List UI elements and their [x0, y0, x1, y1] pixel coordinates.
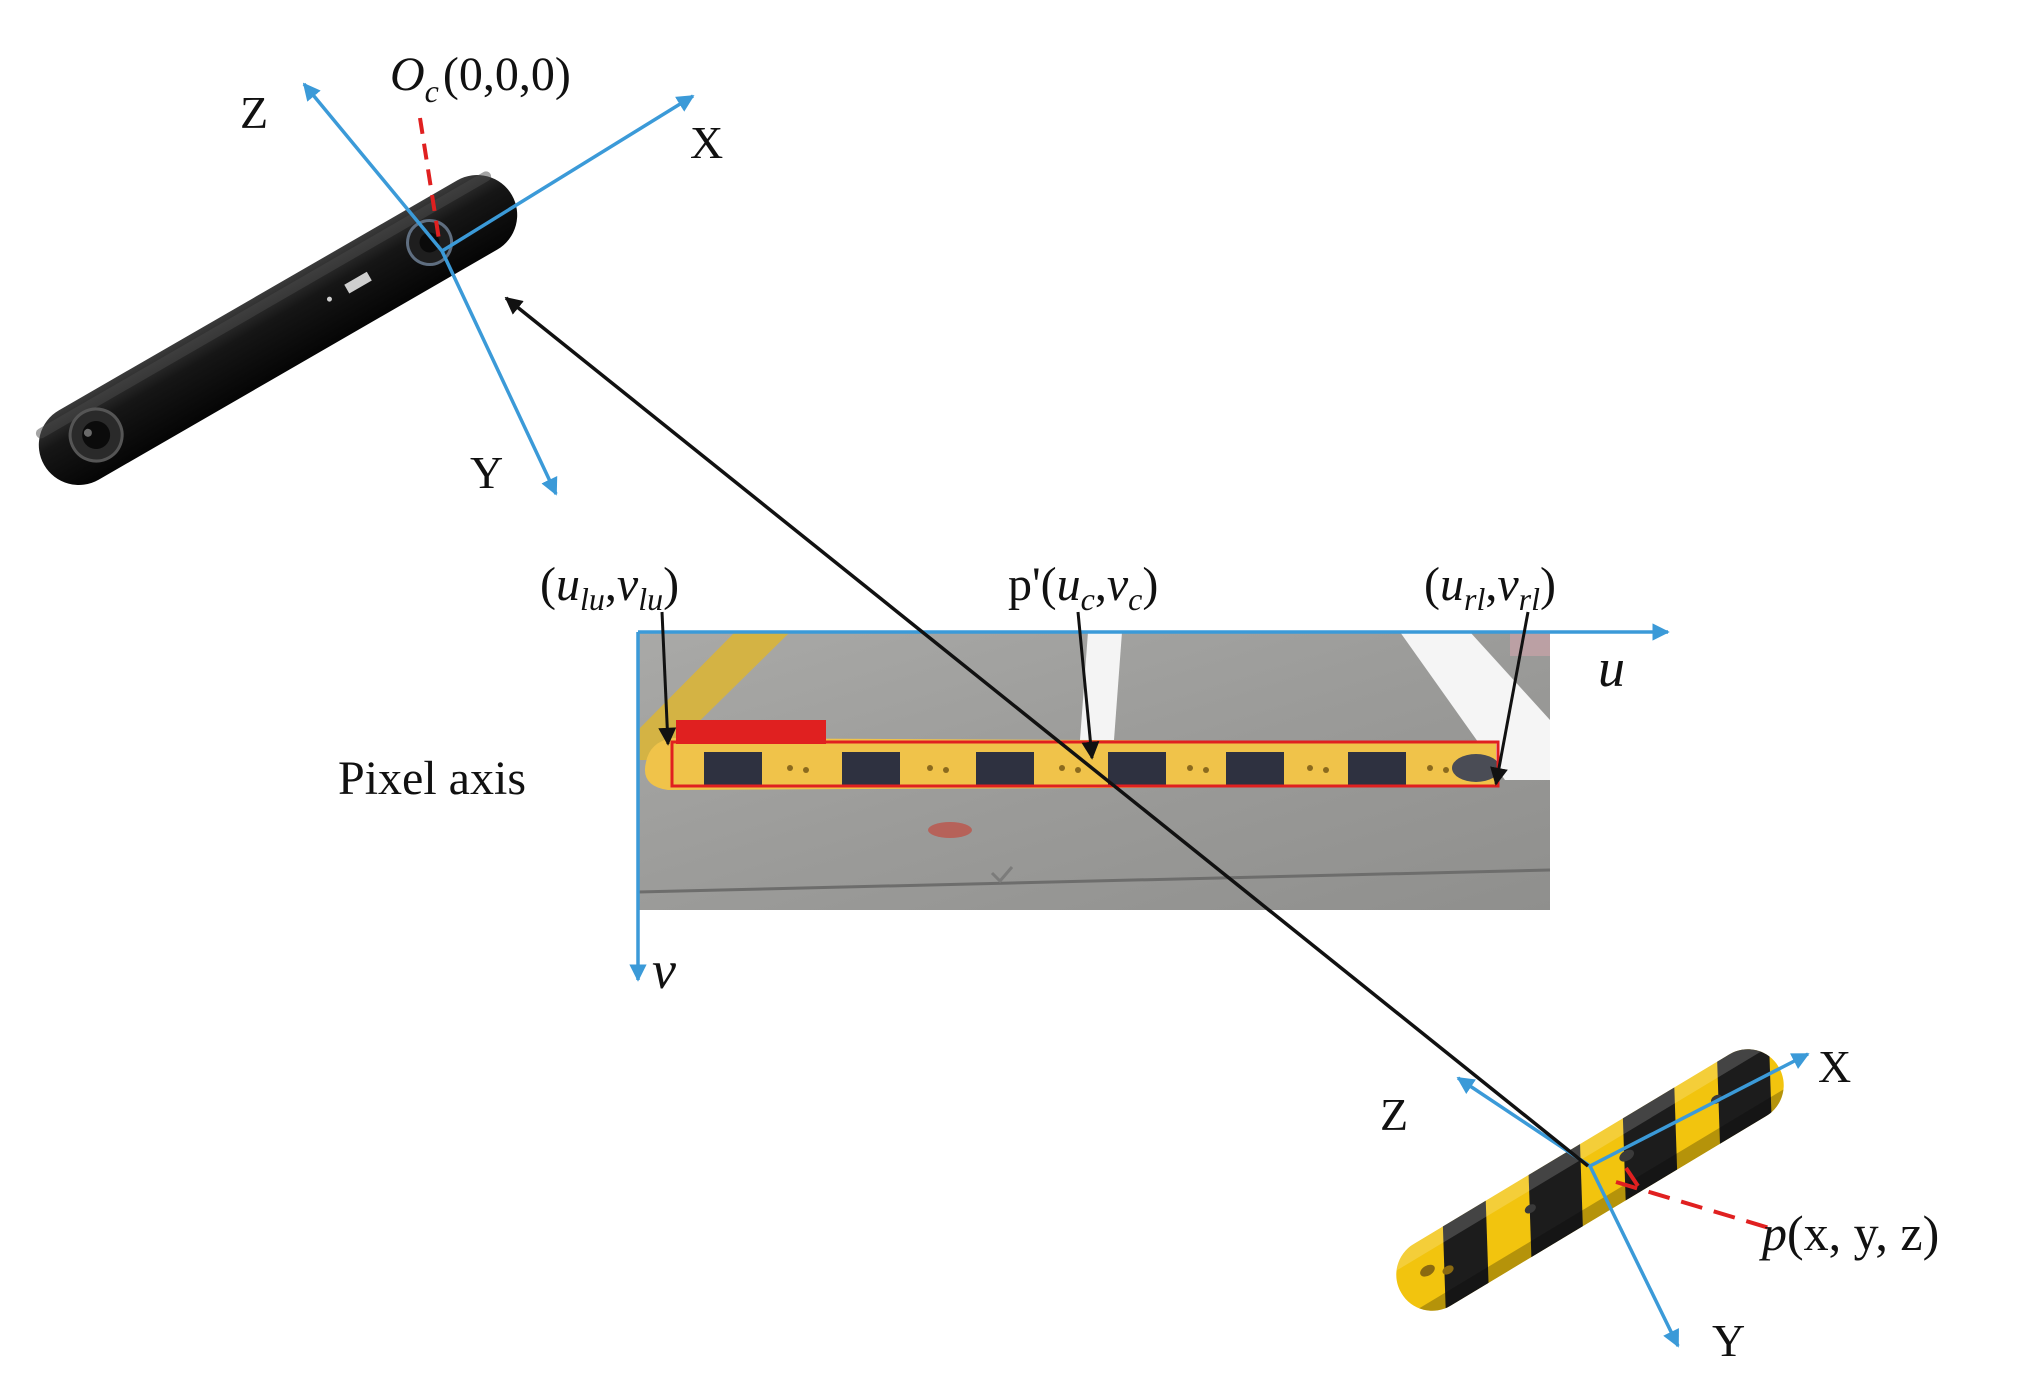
camera-x-label: X — [690, 117, 723, 168]
detection-box-tag — [676, 720, 826, 744]
photo-speed-bump — [644, 738, 1500, 790]
world-z-label: Z — [1380, 1089, 1408, 1140]
projection-ray — [504, 296, 1590, 1168]
world-origin-tick — [1624, 1166, 1640, 1188]
left-upper-corner-label: (ulu,vlu) — [540, 558, 679, 617]
camera-y-axis — [440, 250, 558, 496]
camera-origin-label: Oc(0,0,0) — [390, 48, 571, 109]
right-lower-corner-label: (url,vrl) — [1424, 558, 1556, 617]
pixel-axis-caption: Pixel axis — [338, 752, 526, 805]
speed-bump-icon — [1382, 1035, 1798, 1325]
world-x-label: X — [1818, 1041, 1851, 1092]
world-x-axis — [1589, 1052, 1810, 1168]
projected-center-label: p'(uc,vc) — [1008, 558, 1158, 617]
left-upper-pointer — [658, 611, 677, 746]
world-point-leader — [1615, 1180, 1777, 1232]
center-pointer — [1076, 611, 1100, 760]
camera-z-label: Z — [240, 87, 268, 138]
world-y-axis — [1588, 1165, 1680, 1348]
depth-camera-icon — [35, 171, 518, 485]
pixel-v-label: v — [652, 940, 676, 1000]
world-point-label: p(x, y, z) — [1759, 1205, 1939, 1261]
pixel-u-label: u — [1598, 638, 1625, 698]
camera-x-axis — [441, 94, 695, 253]
camera-origin-marker — [418, 117, 442, 247]
right-lower-pointer — [1490, 611, 1530, 786]
camera-z-axis — [302, 82, 444, 253]
camera-axes — [302, 82, 695, 496]
world-y-label: Y — [1712, 1315, 1745, 1366]
road-photo-icon — [638, 632, 1550, 910]
camera-y-label: Y — [470, 447, 503, 498]
